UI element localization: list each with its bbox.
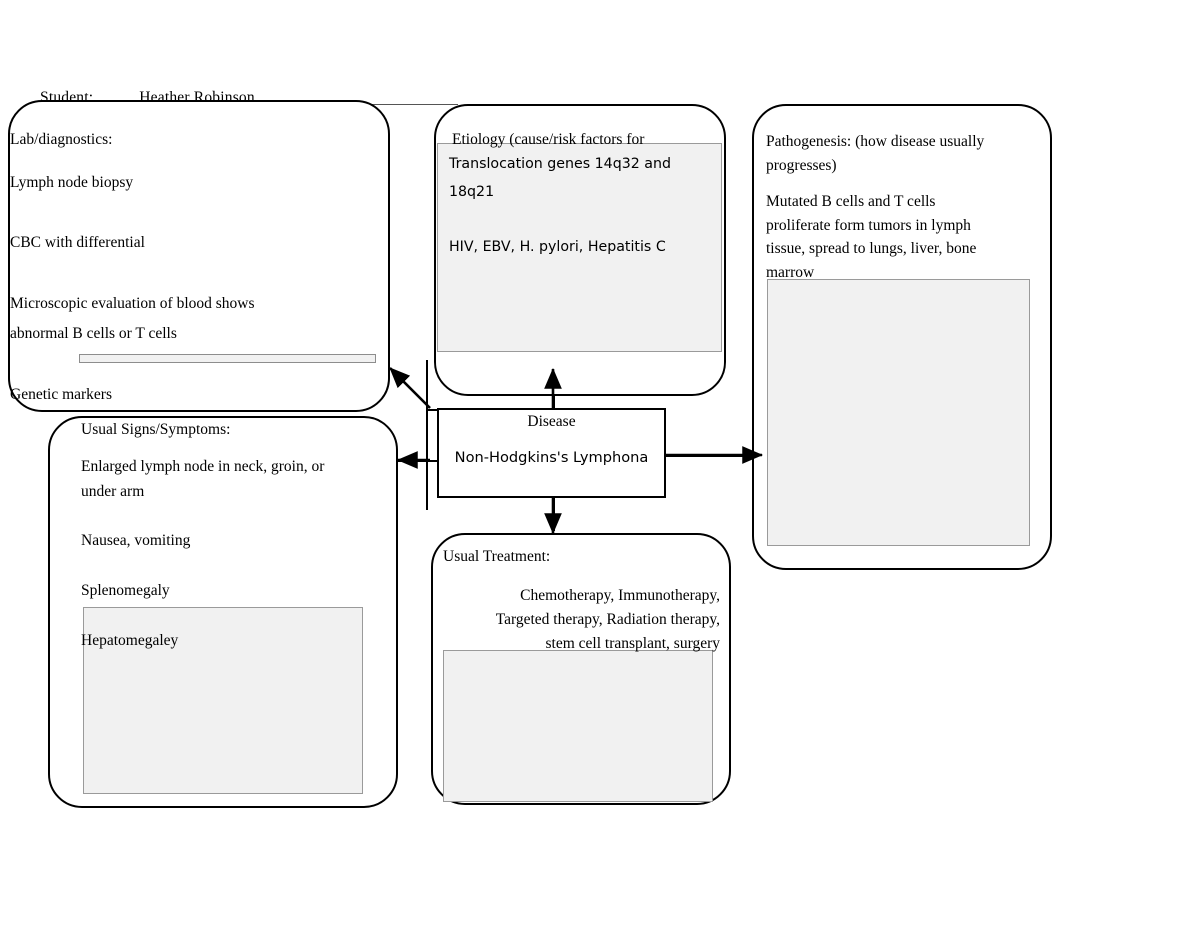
connector-disease-to-pathogenesis-line: [664, 455, 764, 458]
disease-name: Non-Hodgkins's Lymphona: [454, 449, 649, 466]
lab-diagnostics-title: Lab/diagnostics:: [10, 131, 113, 148]
connector-lab-to-etiology: [300, 104, 458, 106]
pathogenesis-field[interactable]: [767, 279, 1030, 546]
lab-diagnostics-body: Lymph node biopsy CBC with differential …: [10, 174, 255, 403]
treatment-title: Usual Treatment:: [443, 548, 551, 565]
lab-diagnostics-field[interactable]: [79, 354, 376, 363]
student-header: Student: Heather Robinson: [40, 90, 460, 105]
etiology-field-value: Translocation genes 14q32 and 18q21 HIV,…: [449, 156, 671, 256]
etiology-title: Etiology (cause/risk factors for: [452, 131, 645, 148]
connector-left-spine: [426, 410, 429, 510]
disease-node[interactable]: [437, 408, 666, 498]
etiology-field[interactable]: [437, 143, 722, 352]
pathogenesis-title: Pathogenesis: (how disease usually progr…: [766, 133, 985, 175]
treatment-body: Chemotherapy, Immunotherapy, Targeted th…: [495, 587, 720, 653]
connector-disease-to-treatment-line: [553, 497, 556, 531]
disease-title: Disease: [527, 413, 576, 430]
symptoms-title: Usual Signs/Symptoms:: [81, 421, 231, 438]
symptoms-body: Enlarged lymph node in neck, groin, or u…: [81, 458, 325, 649]
student-label: Student:: [40, 90, 94, 105]
pathogenesis-body: Mutated B cells and T cells proliferate …: [766, 193, 977, 282]
arrow-to-lab-box: [389, 367, 431, 409]
symptoms-field[interactable]: [83, 607, 363, 794]
treatment-field[interactable]: [443, 650, 713, 802]
student-name-value: Heather Robinson: [139, 90, 255, 105]
connector-etiology-vertical-stub: [426, 360, 429, 410]
